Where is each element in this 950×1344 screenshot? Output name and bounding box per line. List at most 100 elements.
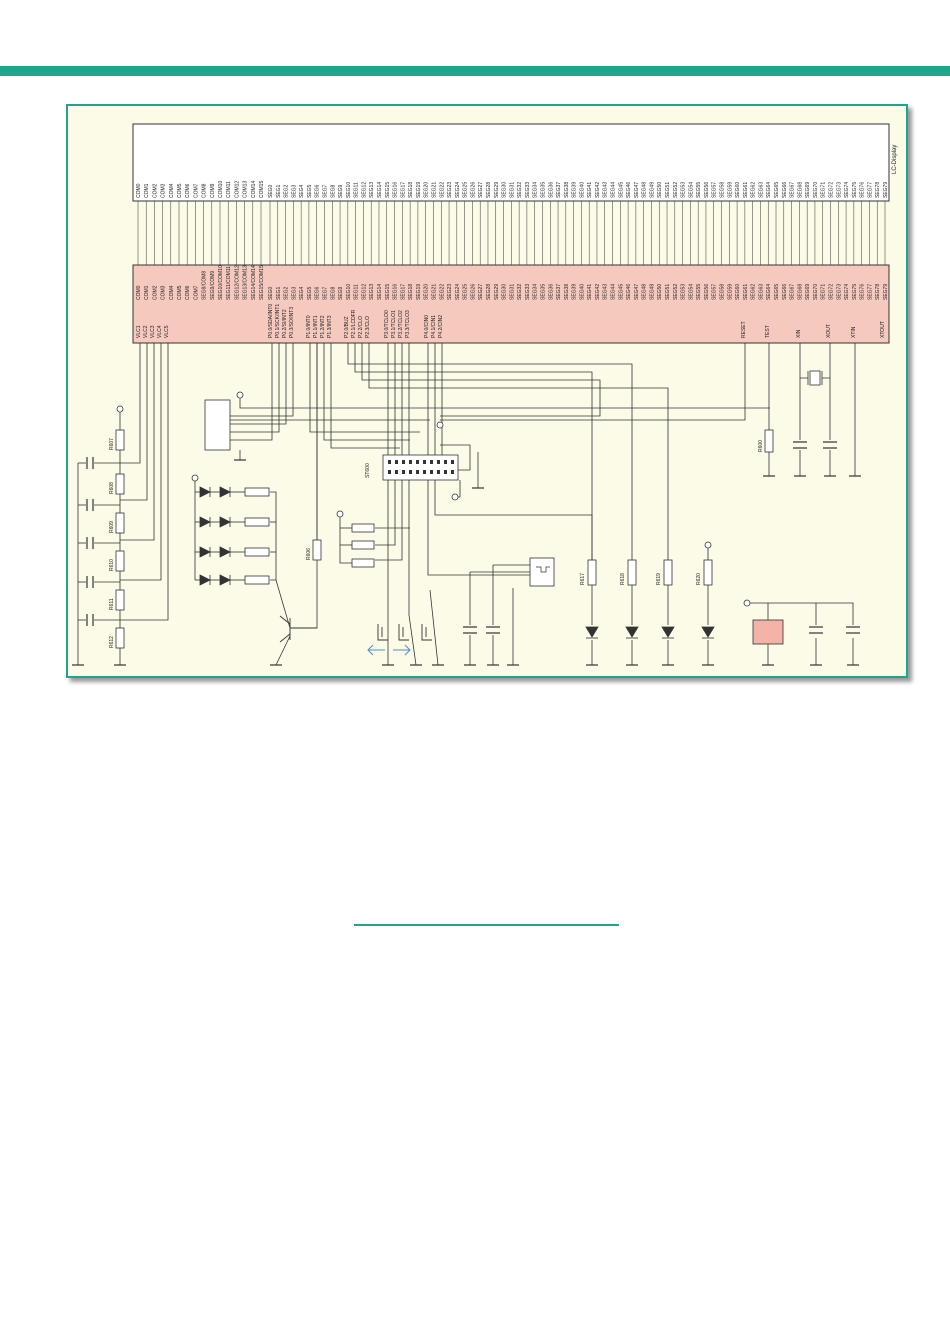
mcu-seg-label: SEG47 xyxy=(634,284,640,300)
lc-display-box xyxy=(132,123,890,202)
lcd-seg-label: SEG4 xyxy=(299,184,305,198)
lcd-seg-label: SEG8 xyxy=(330,184,336,198)
port-p33-label: P3.3/TCLO3 xyxy=(405,310,411,338)
port-p22-label: P2.2/CLO xyxy=(358,316,364,338)
connector-pin xyxy=(437,470,440,474)
lcd-seg-label: SEG53 xyxy=(681,182,687,198)
lcd-seg-label: SEG22 xyxy=(439,182,445,198)
mcu-seg-label: SEG39 xyxy=(572,284,578,300)
vlc4-label: VLC4 xyxy=(157,325,163,338)
mcu-seg-label: SEG9 xyxy=(338,286,344,300)
r606-resistor xyxy=(312,539,322,561)
mcu-com-label: COM6 xyxy=(185,285,191,300)
mcu-seg-label: SEG31 xyxy=(509,284,515,300)
mcu-seg-label: SEG17 xyxy=(400,284,406,300)
xtout-label: XTOUT xyxy=(880,321,886,338)
mcu-seg-label: SEG73 xyxy=(836,284,842,300)
port-p40-label: P4.0/CIN0 xyxy=(424,315,430,338)
lcd-seg-label: SEG59 xyxy=(727,182,733,198)
mcu-seg-label: SEG44 xyxy=(611,284,617,300)
power-module xyxy=(752,619,784,645)
vlc3-label: VLC3 xyxy=(150,325,156,338)
mcu-seg-label: SEG72 xyxy=(829,284,835,300)
lcd-seg-label: SEG16 xyxy=(393,182,399,198)
crystal-icon xyxy=(807,370,823,386)
port-p20-label: P2.0/BUZ xyxy=(344,316,350,338)
mcu-seg-label: SEG77 xyxy=(867,284,873,300)
lcd-seg-label: SEG37 xyxy=(556,182,562,198)
mcu-com-label: COM3 xyxy=(161,285,167,300)
r600-resistor xyxy=(764,429,774,453)
lcd-seg-label: SEG18 xyxy=(408,182,414,198)
lcd-seg-label: SEG9 xyxy=(338,184,344,198)
st600-label: ST600 xyxy=(365,463,371,478)
lcd-seg-label: SEG11 xyxy=(354,182,360,198)
port-p00-label: P0.0/SDA/INT0 xyxy=(268,304,274,338)
lcd-seg-label: SEG62 xyxy=(751,182,757,198)
mcu-bottom-labels: VLC1 VLC2 VLC3 VLC4 VLC5 P0.0/SDA/INT0 P… xyxy=(136,304,886,338)
connector-pin xyxy=(437,460,440,464)
regulator-block xyxy=(204,399,231,451)
mcu-seg-label: SEG40 xyxy=(579,284,585,300)
lc-display-label: LC-Display xyxy=(892,145,898,174)
mcu-seg-label: SEG13 xyxy=(369,284,375,300)
mcu-seg-label: SEG70 xyxy=(813,284,819,300)
test-label: TEST xyxy=(765,325,771,338)
lcd-seg-label: SEG76 xyxy=(860,182,866,198)
port-p01-label: P0.1/SCK/INT1 xyxy=(275,304,281,338)
lcd-seg-label: SEG72 xyxy=(829,182,835,198)
lcd-seg-label: SEG17 xyxy=(400,182,406,198)
mcu-seg-label: SEG75 xyxy=(852,284,858,300)
vlc5-label: VLC5 xyxy=(164,325,170,338)
lcd-seg-label: SEG20 xyxy=(424,182,430,198)
port-p12-label: P1.2/INT2 xyxy=(320,315,326,338)
lcd-seg-label: SEG52 xyxy=(673,182,679,198)
lcd-seg-label: SEG75 xyxy=(852,182,858,198)
mcu-seg-label: SEG32 xyxy=(517,284,523,300)
mcu-seg-label: SEG14 xyxy=(377,284,383,300)
lcd-seg-label: SEG30 xyxy=(502,182,508,198)
lcd-seg-label: SEG1 xyxy=(276,184,282,198)
resistor-ladder xyxy=(115,429,125,649)
mcu-seg-label: SEG62 xyxy=(751,284,757,300)
lcd-seg-label: SEG27 xyxy=(478,182,484,198)
lcd-seg-label: SEG36 xyxy=(548,182,554,198)
lcd-seg-label: SEG57 xyxy=(712,182,718,198)
r611-label: R611 xyxy=(109,598,115,610)
mcu-com-label: COM1 xyxy=(144,285,150,300)
port-p42-label: P4.2/CIN2 xyxy=(438,315,444,338)
r609-label: R609 xyxy=(109,521,115,533)
lcd-seg-label: SEG45 xyxy=(618,182,624,198)
mcu-seg-label: SEG55 xyxy=(696,284,702,300)
lcd-seg-label: SEG79 xyxy=(883,182,889,198)
mcu-seg-label: SEG74 xyxy=(844,284,850,300)
section-divider xyxy=(354,924,619,926)
connector-pin xyxy=(395,460,398,464)
mcu-seg-label: SEG65 xyxy=(774,284,780,300)
mcu-com-label: SEG10/COM10 xyxy=(218,265,224,300)
lcd-com-label: COM9 xyxy=(210,183,216,198)
lcd-seg-label: SEG25 xyxy=(463,182,469,198)
r619-label: R619 xyxy=(656,573,662,585)
lcd-com-label: COM8 xyxy=(202,183,208,198)
supply-terminals xyxy=(116,391,751,607)
st600-connector: ST600 xyxy=(365,454,459,481)
push-buttons xyxy=(377,624,432,641)
mcu-seg-label: SEG8 xyxy=(330,286,336,300)
mcu-seg-label: SEG54 xyxy=(688,284,694,300)
mcu-seg-label: SEG5 xyxy=(307,286,313,300)
mcu-seg-label: SEG22 xyxy=(439,284,445,300)
mcu-seg-label: SEG20 xyxy=(424,284,430,300)
mcu-seg-label: SEG63 xyxy=(758,284,764,300)
mcu-seg-label: SEG34 xyxy=(533,284,539,300)
port-p41-label: P4.1/CIN1 xyxy=(431,315,437,338)
lcd-seg-label: SEG42 xyxy=(595,182,601,198)
port-p13-label: P1.3/INT3 xyxy=(327,315,333,338)
mcu-seg-label: SEG60 xyxy=(735,284,741,300)
connector-pin xyxy=(444,460,447,464)
lcd-com-label: COM1 xyxy=(144,183,150,198)
lcd-seg-label: SEG46 xyxy=(626,182,632,198)
ladder-capacitors xyxy=(86,457,94,626)
